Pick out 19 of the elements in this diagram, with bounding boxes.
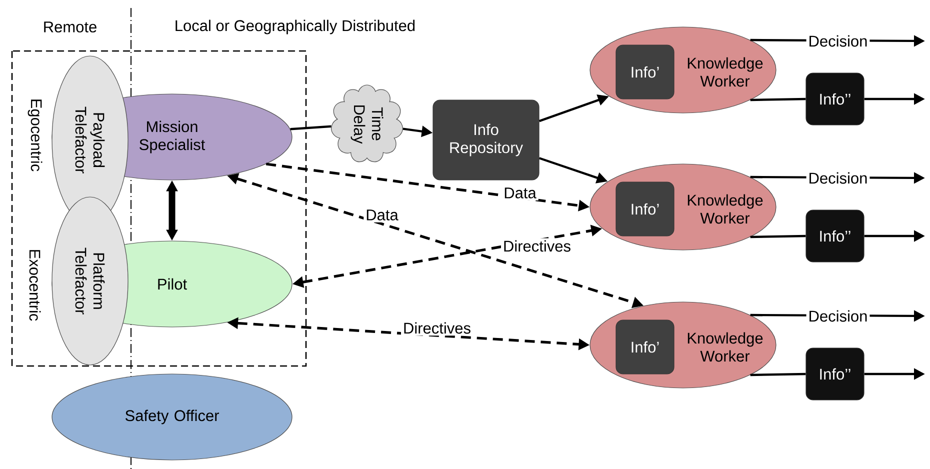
info-box: Info’ bbox=[616, 320, 674, 374]
info-box: Info’ bbox=[616, 182, 674, 236]
axis-label: Egocentric bbox=[28, 100, 42, 172]
axis-label: Exocentric bbox=[29, 250, 41, 321]
edge-label: Data bbox=[502, 186, 538, 200]
edge-label: Decision bbox=[806, 308, 870, 324]
edge-label: Decision bbox=[806, 33, 870, 49]
edge-label: Directives bbox=[500, 238, 574, 254]
column-heading: Local or Geographically Distributed bbox=[176, 20, 415, 34]
cloud: Time Delay bbox=[331, 84, 403, 162]
edge-label: Decision bbox=[806, 170, 870, 186]
column-heading: Remote bbox=[44, 22, 96, 32]
info-box: Info’ bbox=[616, 44, 674, 100]
edge-label: Directives bbox=[400, 320, 474, 336]
info-box: Info’’ bbox=[806, 348, 864, 400]
edge-label: Data bbox=[364, 208, 400, 222]
repository-box: Info Repository bbox=[432, 100, 540, 180]
info-box: Info’’ bbox=[806, 72, 864, 126]
info-box: Info’’ bbox=[806, 210, 864, 262]
